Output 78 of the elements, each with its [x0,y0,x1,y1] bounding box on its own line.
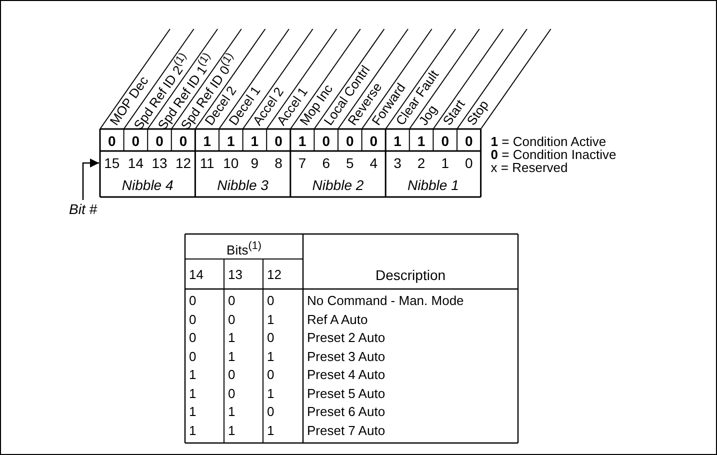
table-cell: 0 [228,367,236,382]
bit-number: 3 [392,155,402,171]
bit-value: 1 [250,132,260,150]
table-cell: Preset 7 Auto [307,422,386,438]
bit-value: 0 [178,132,188,150]
table-cell: Ref A Auto [307,312,368,326]
bit-number: 9 [250,155,260,171]
arrow [82,158,99,200]
table-cell: 0 [189,293,196,308]
bit-number: 11 [198,155,216,171]
table-cell: 1 [267,422,274,438]
bit-label: Bit # [69,201,98,217]
table-cell: 1 [189,367,196,382]
bit-number: 1 [440,155,450,171]
legend-text: 0 = Condition Inactive [490,148,616,162]
nibble-label: Nibble 4 [120,177,174,193]
bit-number: 8 [274,155,284,171]
bit-value: 0 [130,132,141,150]
legend-text: x = Reserved [490,161,568,175]
table-cell: 1 [267,386,274,400]
table-cell: 1 [228,422,236,438]
bit-value: 0 [321,132,331,150]
table-cell: 0 [267,404,274,419]
table-cell: 1 [189,386,196,400]
table-cell: No Command - Man. Mode [307,293,464,308]
table-cell: 0 [228,312,236,326]
table-cell: Preset 5 Auto [307,386,386,400]
bit-value: 0 [274,132,284,150]
table-cell: 1 [267,348,274,364]
table-cell: Preset 2 Auto [307,330,386,345]
table-cell: 0 [228,386,236,400]
bit-number: 7 [297,155,308,171]
table-header: 12 [267,268,282,282]
bit-number: 14 [126,155,144,171]
bit-value: 0 [440,132,450,150]
bit-number: 2 [416,155,426,171]
bit-value: 1 [297,132,308,150]
table-header: 14 [189,268,204,282]
table-cell: 1 [228,404,236,419]
legend-text: 1 = Condition Active [490,135,606,149]
bit-value: 1 [392,132,402,150]
bit-number: 4 [368,155,379,171]
bit-number: 13 [150,155,168,171]
nibble-label: Nibble 3 [216,177,270,193]
table-cell: 0 [189,330,196,345]
table-cell: Preset 3 Auto [307,348,386,364]
bit-number: 0 [464,155,474,171]
table-cell: 1 [267,312,274,326]
table-cell: Preset 6 Auto [307,404,386,419]
bit-value: 0 [345,132,355,150]
table-cell: 0 [228,293,236,308]
bit-value: 1 [226,132,236,150]
bit-number: 6 [321,155,331,171]
bit-value: 1 [202,132,212,150]
table-cell: 0 [189,312,196,326]
bit-value: 0 [464,132,474,150]
bit-value: 0 [368,132,379,150]
table-cell: 1 [228,348,236,364]
bit-value: 0 [154,132,164,150]
nibble-label: Nibble 2 [311,177,365,193]
nibble-label: Nibble 1 [406,177,460,193]
table-cell: 0 [267,330,274,345]
table-header: Bits$^{(1)}$ [226,239,262,258]
table-cell: 0 [267,293,274,308]
bit-number: 5 [345,155,355,171]
bit-number: 15 [100,155,124,171]
bit-number: 12 [174,155,192,171]
table-cell: Preset 4 Auto [307,367,386,382]
table-cell: 1 [189,422,196,438]
table-cell: 0 [189,348,196,364]
table-header: Description [374,268,447,282]
bit-value: 0 [107,132,117,150]
table-cell: 1 [189,404,196,419]
table-cell: 1 [228,330,236,345]
bit-value: 1 [416,132,426,150]
bit-number: 10 [222,155,240,171]
table-header: 13 [228,268,242,282]
table-cell: 0 [267,367,274,382]
